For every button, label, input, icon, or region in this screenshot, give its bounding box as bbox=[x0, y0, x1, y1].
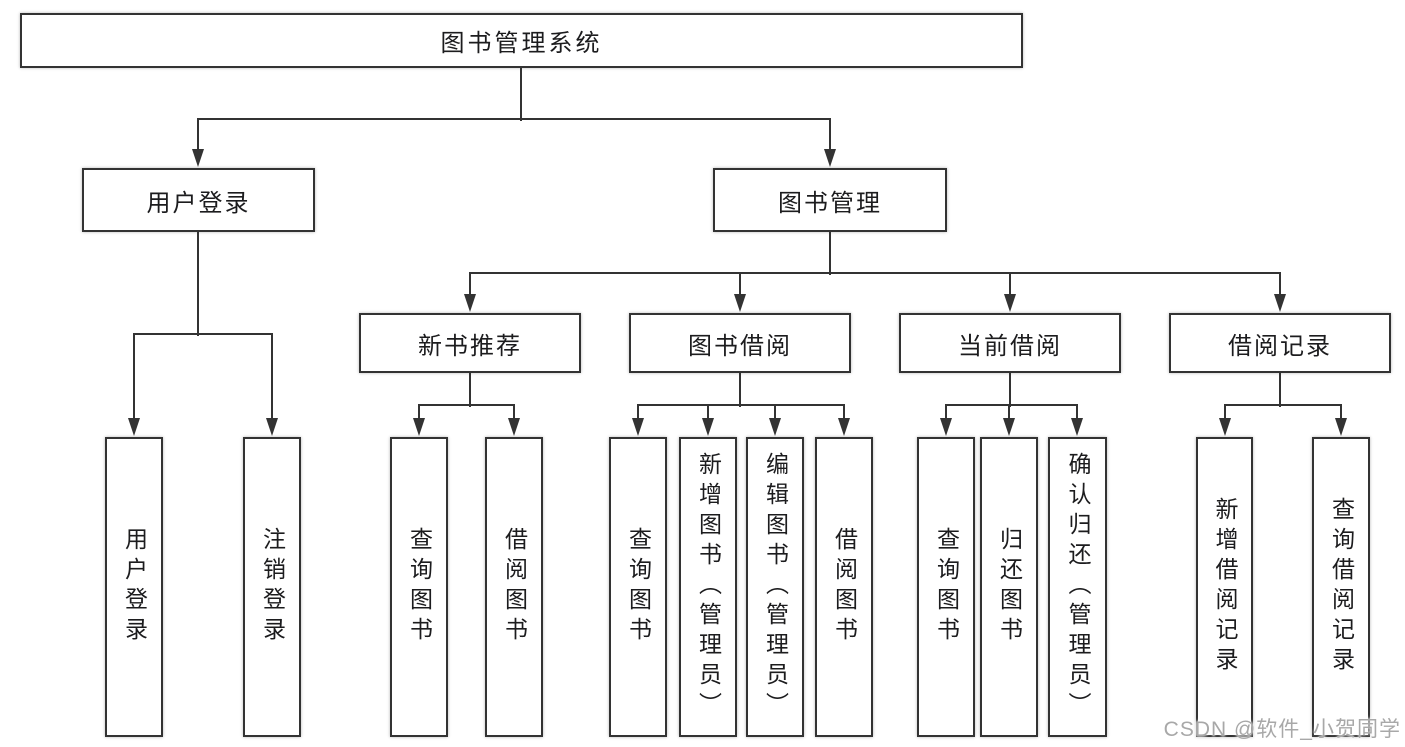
arrowhead-down-icon bbox=[734, 294, 746, 312]
connector-stem bbox=[1279, 273, 1281, 296]
connector-hline bbox=[1224, 404, 1342, 406]
node-book-management: 图书管理 bbox=[713, 168, 947, 232]
arrowhead-down-icon bbox=[464, 294, 476, 312]
arrowhead-down-icon bbox=[702, 418, 714, 436]
connector-stem bbox=[133, 334, 135, 420]
connector-stem bbox=[707, 405, 709, 420]
connector-vline bbox=[1009, 372, 1011, 407]
leaf-logout: 注销登录 bbox=[243, 437, 301, 737]
node-library-system: 图书管理系统 bbox=[20, 13, 1023, 68]
node-new-book-recommend: 新书推荐 bbox=[359, 313, 581, 373]
leaf-add-borrow-record: 新增借阅记录 bbox=[1196, 437, 1253, 737]
arrowhead-down-icon bbox=[508, 418, 520, 436]
leaf-borrow-books: 借阅图书 bbox=[815, 437, 873, 737]
connector-stem bbox=[1224, 405, 1226, 420]
connector-vline bbox=[1279, 372, 1281, 407]
connector-stem bbox=[271, 334, 273, 420]
arrowhead-down-icon bbox=[838, 418, 850, 436]
connector-stem bbox=[418, 405, 420, 420]
connector-vline bbox=[197, 231, 199, 336]
connector-stem bbox=[1009, 273, 1011, 296]
connector-stem bbox=[469, 273, 471, 296]
leaf-query-books-current: 查询图书 bbox=[917, 437, 975, 737]
connector-stem bbox=[1008, 405, 1010, 420]
node-user-login: 用户登录 bbox=[82, 168, 315, 232]
connector-vline bbox=[520, 67, 522, 121]
connector-stem bbox=[843, 405, 845, 420]
leaf-user-login: 用户登录 bbox=[105, 437, 163, 737]
arrowhead-down-icon bbox=[192, 149, 204, 167]
connector-hline bbox=[945, 404, 1078, 406]
connector-stem bbox=[197, 119, 199, 151]
connector-hline bbox=[418, 404, 515, 406]
connector-stem bbox=[829, 119, 831, 151]
leaf-edit-books-admin: 编辑图书（管理员） bbox=[746, 437, 804, 737]
arrowhead-down-icon bbox=[824, 149, 836, 167]
connector-stem bbox=[1076, 405, 1078, 420]
arrowhead-down-icon bbox=[266, 418, 278, 436]
connector-hline bbox=[197, 118, 831, 120]
arrowhead-down-icon bbox=[1274, 294, 1286, 312]
node-current-borrowing: 当前借阅 bbox=[899, 313, 1121, 373]
connector-stem bbox=[513, 405, 515, 420]
connector-vline bbox=[739, 372, 741, 407]
connector-vline bbox=[829, 231, 831, 275]
arrowhead-down-icon bbox=[769, 418, 781, 436]
node-borrowing-records: 借阅记录 bbox=[1169, 313, 1391, 373]
leaf-borrow-books-recommend: 借阅图书 bbox=[485, 437, 543, 737]
arrowhead-down-icon bbox=[1004, 294, 1016, 312]
arrowhead-down-icon bbox=[1335, 418, 1347, 436]
leaf-query-borrow-record: 查询借阅记录 bbox=[1312, 437, 1370, 737]
leaf-query-books-borrowing: 查询图书 bbox=[609, 437, 667, 737]
arrowhead-down-icon bbox=[413, 418, 425, 436]
arrowhead-down-icon bbox=[632, 418, 644, 436]
arrowhead-down-icon bbox=[1003, 418, 1015, 436]
leaf-query-books-recommend: 查询图书 bbox=[390, 437, 448, 737]
leaf-add-books-admin: 新增图书（管理员） bbox=[679, 437, 737, 737]
arrowhead-down-icon bbox=[1219, 418, 1231, 436]
leaf-return-books: 归还图书 bbox=[980, 437, 1038, 737]
node-book-borrowing: 图书借阅 bbox=[629, 313, 851, 373]
connector-stem bbox=[1340, 405, 1342, 420]
connector-stem bbox=[945, 405, 947, 420]
connector-stem bbox=[774, 405, 776, 420]
connector-hline bbox=[637, 404, 845, 406]
connector-hline bbox=[469, 272, 1281, 274]
connector-stem bbox=[739, 273, 741, 296]
csdn-watermark: CSDN @软件_小贺同学 bbox=[1163, 718, 1401, 741]
connector-stem bbox=[637, 405, 639, 420]
connector-vline bbox=[469, 372, 471, 407]
leaf-confirm-return-admin: 确认归还（管理员） bbox=[1048, 437, 1107, 737]
arrowhead-down-icon bbox=[1071, 418, 1083, 436]
connector-hline bbox=[133, 333, 273, 335]
arrowhead-down-icon bbox=[128, 418, 140, 436]
arrowhead-down-icon bbox=[940, 418, 952, 436]
